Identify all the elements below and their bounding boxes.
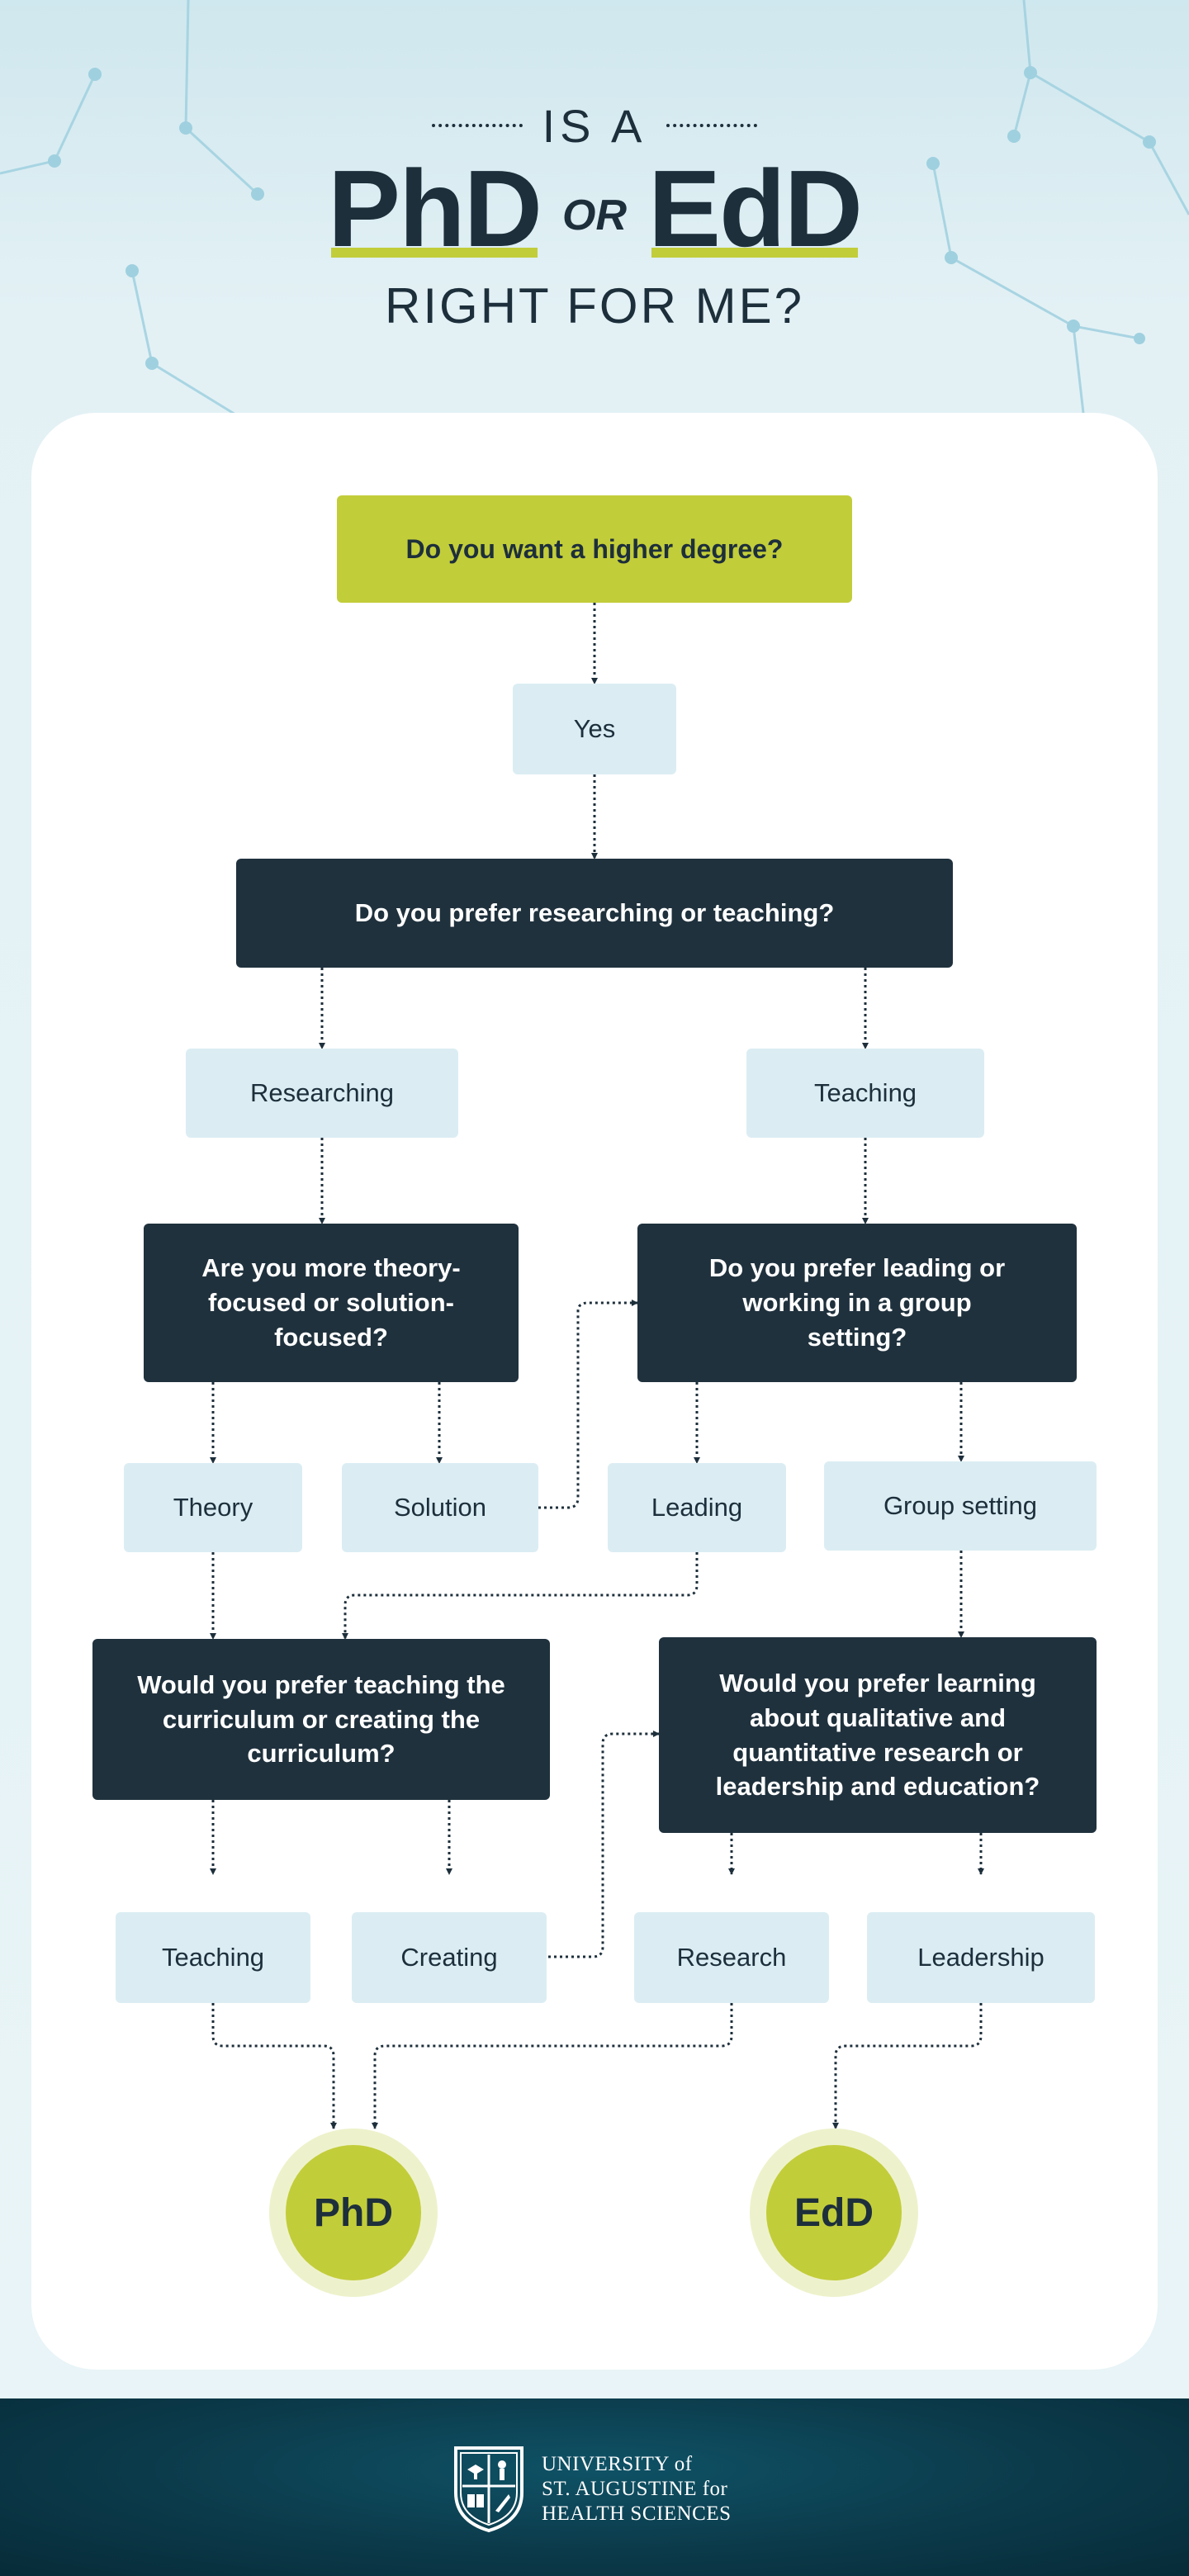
title-degree-edd: EdD [648,147,863,271]
result-phd: PhD [269,2129,438,2297]
question-leading-or-group: Do you prefer leading or working in a gr… [637,1224,1077,1382]
constellation-decoration [0,0,1189,419]
question-research-or-leadership: Would you prefer learning about qualitat… [659,1637,1097,1833]
title-edd-text: EdD [648,148,863,269]
university-logo: UNIVERSITY of ST. AUGUSTINE for HEALTH S… [451,2444,748,2535]
answer-research: Research [634,1912,829,2003]
answer-creating: Creating [352,1912,547,2003]
answer-researching: Researching [186,1049,458,1138]
phd-underline [331,248,538,258]
footer-band [0,2398,1189,2576]
title-or: OR [562,192,627,239]
edd-underline [651,248,858,258]
logo-line-3: HEALTH SCIENCES [542,2503,732,2525]
university-crest-icon [454,2446,523,2533]
logo-line-2: ST. AUGUSTINE for [542,2478,728,2500]
title-phd-text: PhD [328,148,542,269]
result-phd-label: PhD [286,2145,421,2280]
answer-teaching: Teaching [746,1049,984,1138]
title-line-1: IS A [0,92,1189,159]
title-is-a: IS A [542,99,647,152]
title-line-2: PhD OR EdD [0,147,1189,271]
title-degree-phd: PhD [328,147,542,271]
title-line-3: RIGHT FOR ME? [385,277,804,334]
question-higher-degree: Do you want a higher degree? [337,495,852,603]
result-edd: EdD [750,2129,918,2297]
question-teach-or-create-curriculum: Would you prefer teaching the curriculum… [92,1639,550,1800]
question-research-or-teach: Do you prefer researching or teaching? [236,859,953,968]
question-theory-or-solution: Are you more theory-focused or solution-… [144,1224,519,1382]
answer-solution: Solution [342,1463,538,1552]
answer-yes: Yes [513,684,676,774]
answer-theory: Theory [124,1463,302,1552]
logo-line-1: UNIVERSITY of [542,2453,693,2475]
answer-group-setting: Group setting [824,1461,1097,1551]
answer-leading: Leading [608,1463,786,1552]
title-dotted-rule-left [431,124,523,127]
result-edd-label: EdD [766,2145,902,2280]
university-name: UNIVERSITY of ST. AUGUSTINE for HEALTH S… [542,2452,732,2526]
title-dotted-rule-right [666,124,758,127]
answer-leadership: Leadership [867,1912,1095,2003]
answer-teaching-curriculum: Teaching [116,1912,310,2003]
